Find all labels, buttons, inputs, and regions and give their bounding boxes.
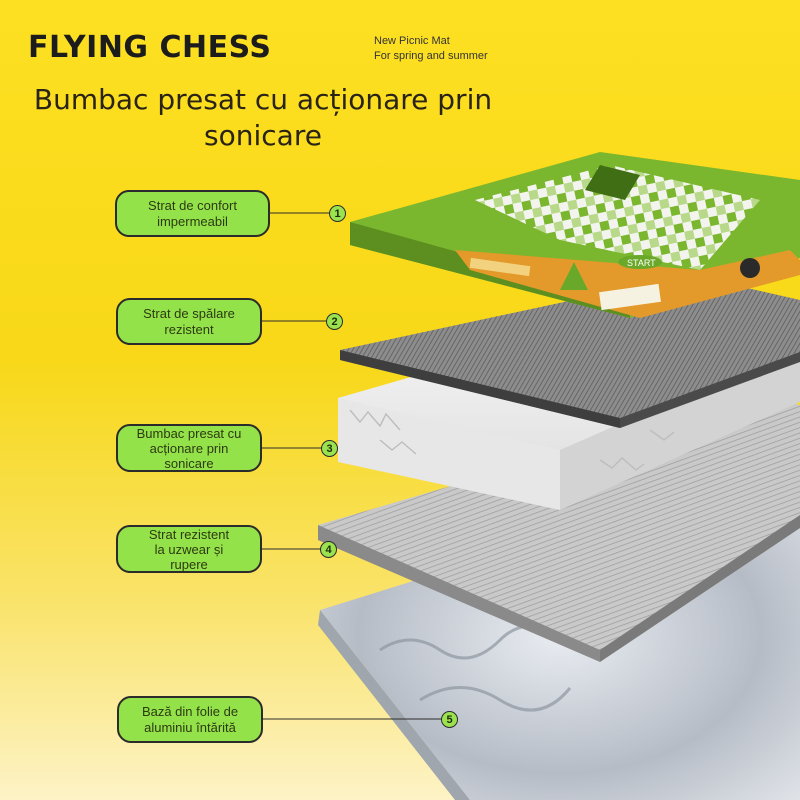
layer-3-label-line-1: Bumbac presat cu [136, 425, 242, 441]
layer-3-marker: 3 [321, 440, 338, 457]
layer-3-label-line-3: sonicare [164, 455, 214, 471]
layer-2-label: Strat de spălare rezistent [116, 298, 262, 345]
connector-lines [261, 212, 442, 720]
layer-4-tear-resistant [318, 395, 800, 662]
layer-4-label: Strat rezistent la uzwear și rupere [116, 525, 262, 573]
layer-3-label: Bumbac presat cu acționare prin sonicare [116, 424, 262, 472]
layer-2-washable [340, 275, 800, 428]
layer-4-label-line-3: rupere [170, 556, 208, 572]
headline: Bumbac presat cu acționare prin sonicare [0, 82, 526, 154]
layer-1-label-line-1: Strat de confort [148, 197, 237, 213]
layer-2-label-line-2: rezistent [164, 321, 214, 337]
layer-5-marker: 5 [441, 711, 458, 728]
headline-line-2: sonicare [204, 119, 322, 152]
layer-1-printed-mat: START [350, 152, 800, 318]
layer-2-marker: 2 [326, 313, 343, 330]
layer-5-label: Bază din folie de aluminiu întărită [117, 696, 263, 743]
layer-1-label-line-2: impermeabil [157, 213, 228, 229]
layer-2-label-line-1: Strat de spălare [143, 305, 235, 321]
layer-5-label-line-2: aluminiu întărită [144, 719, 236, 735]
layer-1-marker: 1 [329, 205, 346, 222]
tagline-line-2: For spring and summer [374, 50, 488, 62]
layer-4-marker: 4 [320, 541, 337, 558]
layer-4-label-line-1: Strat rezistent [148, 526, 230, 542]
mat-start-text: START [627, 258, 656, 268]
layer-1-label: Strat de confort impermeabil [115, 190, 270, 237]
brand-title: FLYING CHESS [28, 30, 272, 65]
headline-line-1: Bumbac presat cu acționare prin [33, 83, 493, 116]
tagline: New Picnic Mat For spring and summer [374, 34, 488, 64]
layer-3-label-line-2: acționare prin [149, 440, 229, 456]
layer-4-label-line-2: la uzwear și [154, 541, 224, 557]
tagline-line-1: New Picnic Mat [374, 35, 450, 47]
layer-5-label-line-1: Bază din folie de [141, 703, 239, 719]
